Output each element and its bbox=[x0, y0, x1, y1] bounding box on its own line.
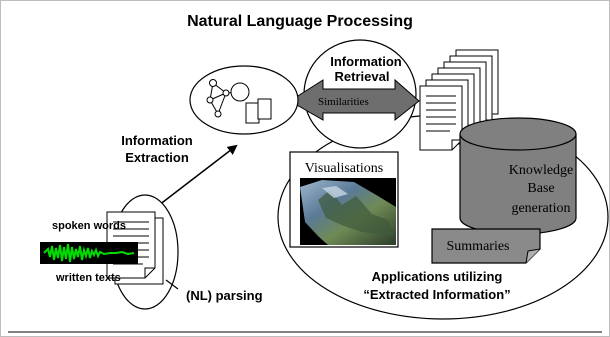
knowledge-base-label-2: Base bbox=[527, 181, 554, 196]
similarities-arrow bbox=[289, 78, 420, 122]
diagram-title: Natural Language Processing bbox=[187, 13, 413, 30]
applications-label-1: Applications utilizing bbox=[372, 269, 503, 284]
information-extraction-label-1: Information bbox=[121, 133, 193, 148]
visualisations-label: Visualisations bbox=[305, 161, 384, 176]
written-texts-label: written texts bbox=[55, 272, 121, 284]
parsing-pointer bbox=[165, 279, 179, 290]
knowledge-base-cylinder bbox=[459, 117, 577, 235]
terrain-visualisation-image bbox=[300, 178, 396, 245]
information-extraction-label-2: Extraction bbox=[125, 150, 189, 165]
graph-network-icon bbox=[206, 79, 272, 124]
document-stack bbox=[419, 49, 499, 151]
summaries-fold bbox=[525, 248, 541, 264]
audio-waveform-icon bbox=[40, 242, 138, 264]
information-retrieval-label-2: Retrieval bbox=[335, 69, 390, 84]
extraction-arrow bbox=[149, 144, 238, 213]
information-retrieval-label-1: Information bbox=[330, 54, 402, 69]
knowledge-base-label-1: Knowledge bbox=[509, 163, 574, 178]
spoken-words-label: spoken words bbox=[52, 220, 126, 232]
knowledge-base-label-3: generation bbox=[511, 201, 570, 216]
nl-parsing-label: (NL) parsing bbox=[186, 288, 263, 303]
applications-label-2: “Extracted Information” bbox=[363, 287, 510, 302]
summaries-label: Summaries bbox=[447, 239, 510, 254]
similarities-label: Similarities bbox=[318, 96, 369, 108]
